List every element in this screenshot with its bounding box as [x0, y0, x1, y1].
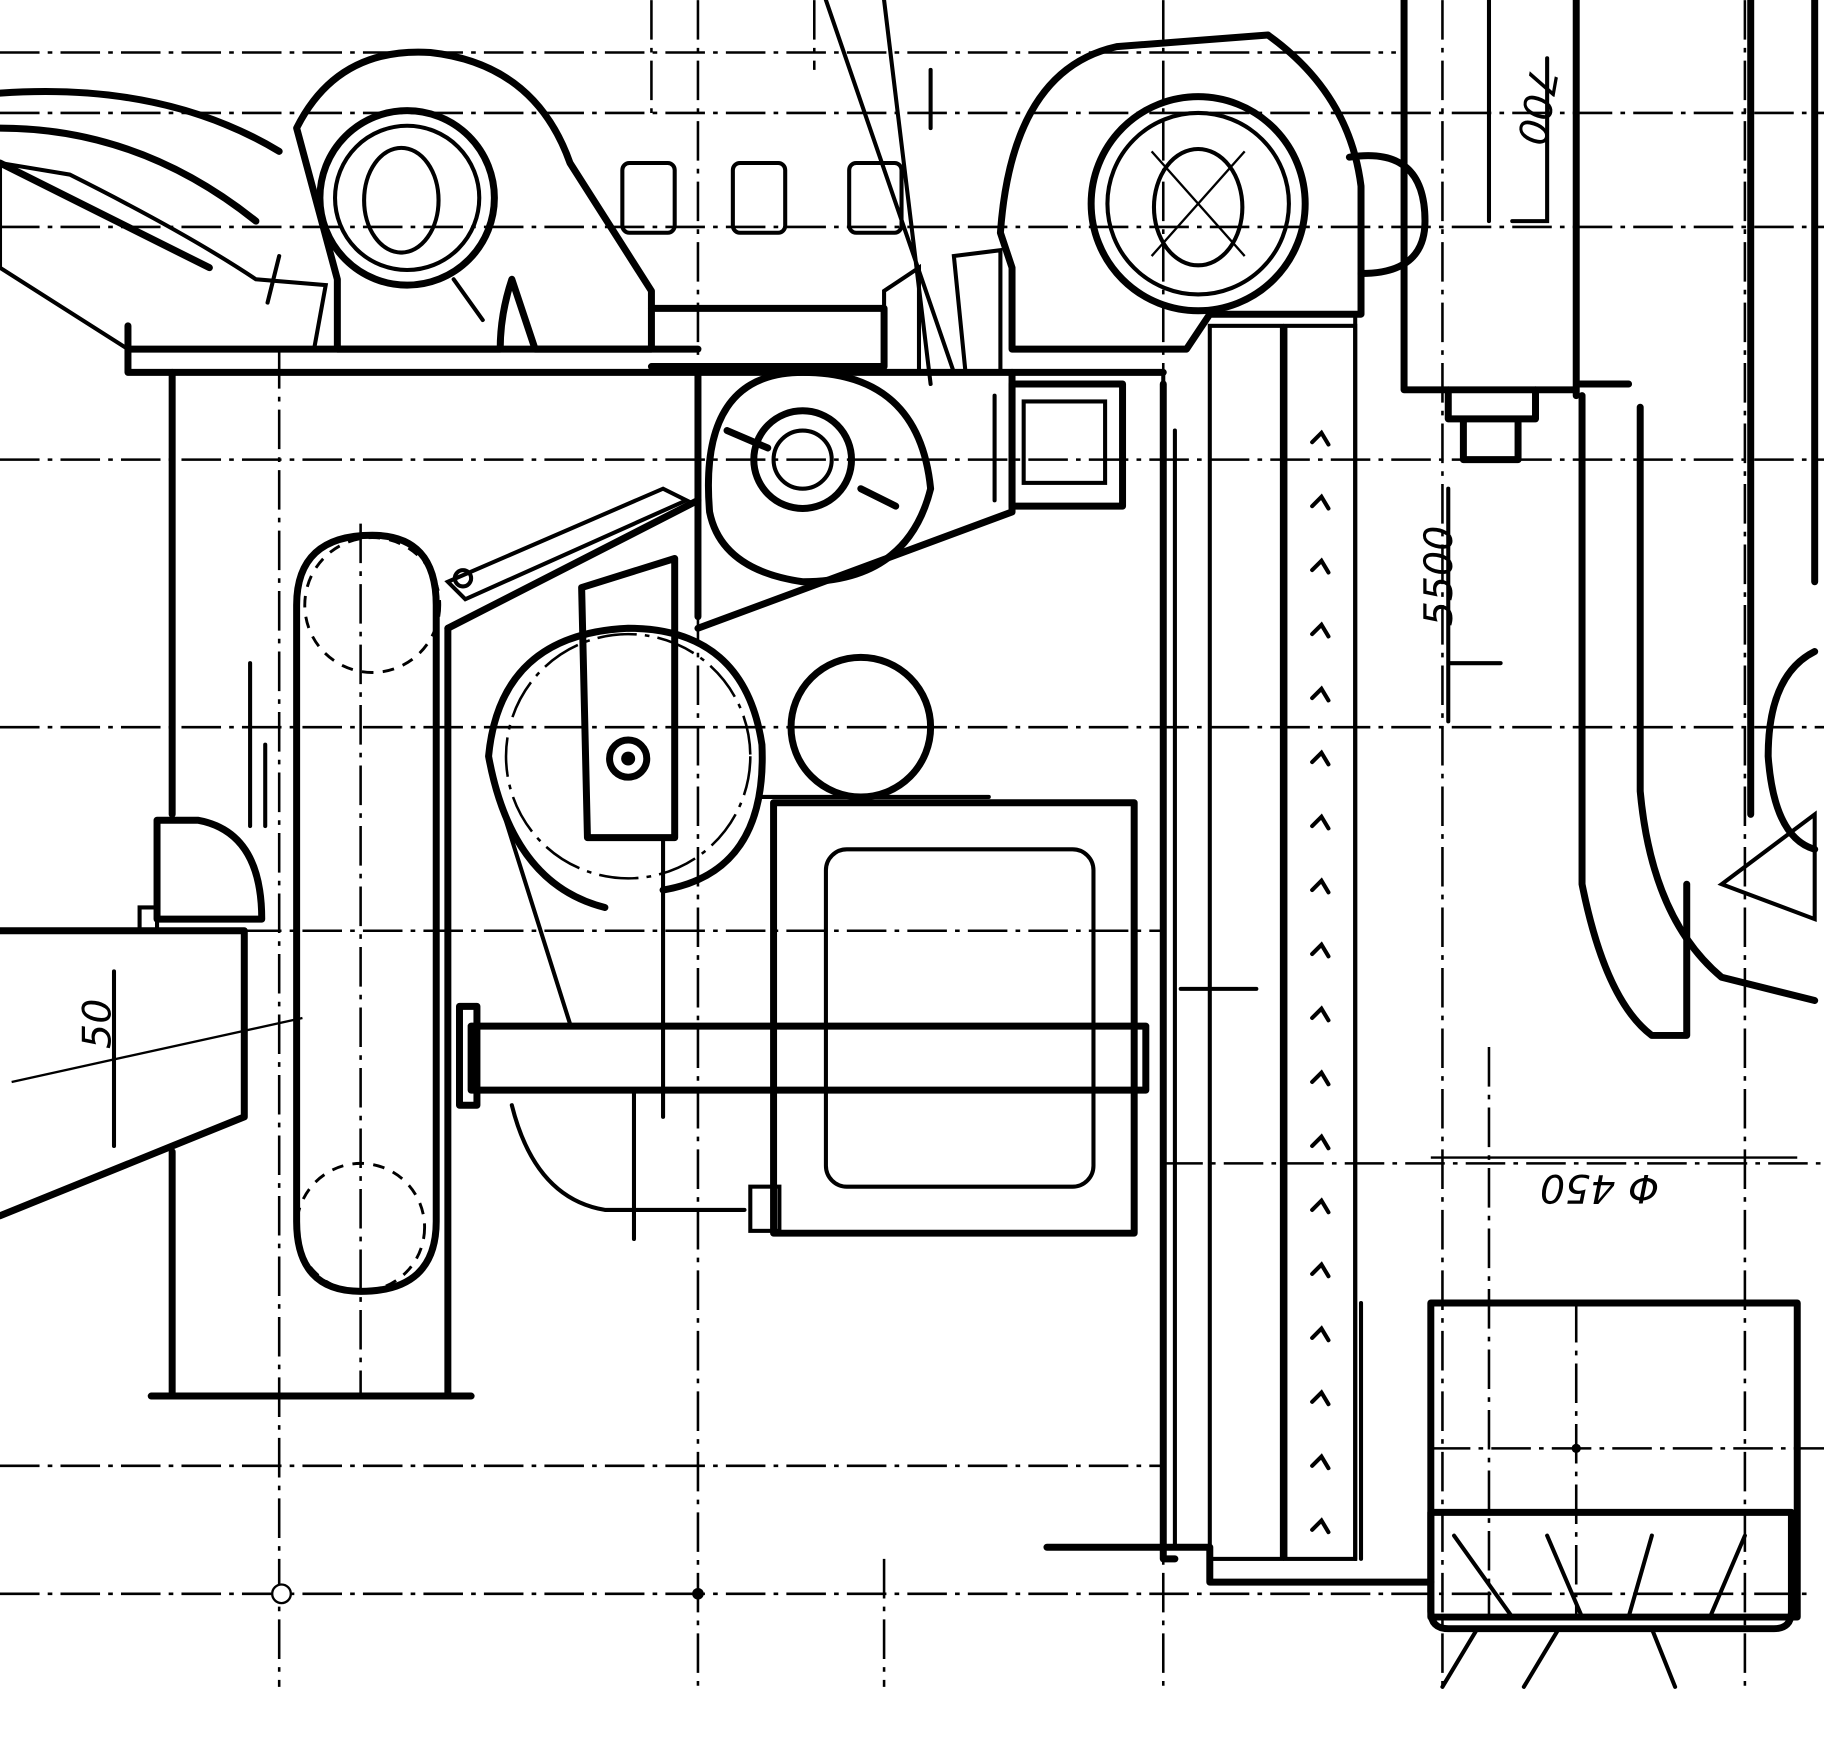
left-frame	[0, 368, 702, 1400]
dimension-5500: 5500	[1416, 526, 1462, 627]
dimension-diameter-450: Φ 450	[1540, 1165, 1659, 1211]
ruler-tick	[1310, 1069, 1331, 1087]
ruler-tick	[1310, 557, 1331, 575]
dimension-700: 700	[1507, 66, 1565, 148]
top-frame	[124, 0, 1167, 387]
ruler-tick	[1310, 1325, 1331, 1343]
ruler-tick	[1310, 1389, 1331, 1407]
wall-column	[1043, 312, 1435, 1586]
right-column	[1400, 0, 1819, 1039]
dimension-50: 50	[75, 999, 121, 1049]
ruler-tick	[1310, 685, 1331, 703]
ruler-tick	[1310, 621, 1331, 639]
bucket-conveyor	[248, 531, 442, 1295]
ruler-tick	[1310, 429, 1331, 447]
top-right-drum	[996, 31, 1429, 353]
top-left-drum	[0, 48, 655, 353]
ruler-tick	[1310, 1197, 1331, 1215]
right-bottom-box	[271, 1156, 1801, 1689]
machine-body	[456, 799, 1150, 1242]
ruler-tick	[1310, 1133, 1331, 1151]
ruler-tick	[1310, 1005, 1331, 1023]
ruler-tick	[1310, 749, 1331, 767]
ruler-tick	[1310, 1453, 1331, 1471]
drive-pulley	[485, 555, 991, 1212]
ruler-tick	[1310, 1261, 1331, 1279]
ruler-tick	[1310, 941, 1331, 959]
ruler-tick	[1310, 813, 1331, 831]
ruler-tick	[1310, 877, 1331, 895]
fan-housing	[694, 368, 1166, 632]
ruler-tick	[1310, 1517, 1331, 1535]
ruler-tick	[1310, 493, 1331, 511]
